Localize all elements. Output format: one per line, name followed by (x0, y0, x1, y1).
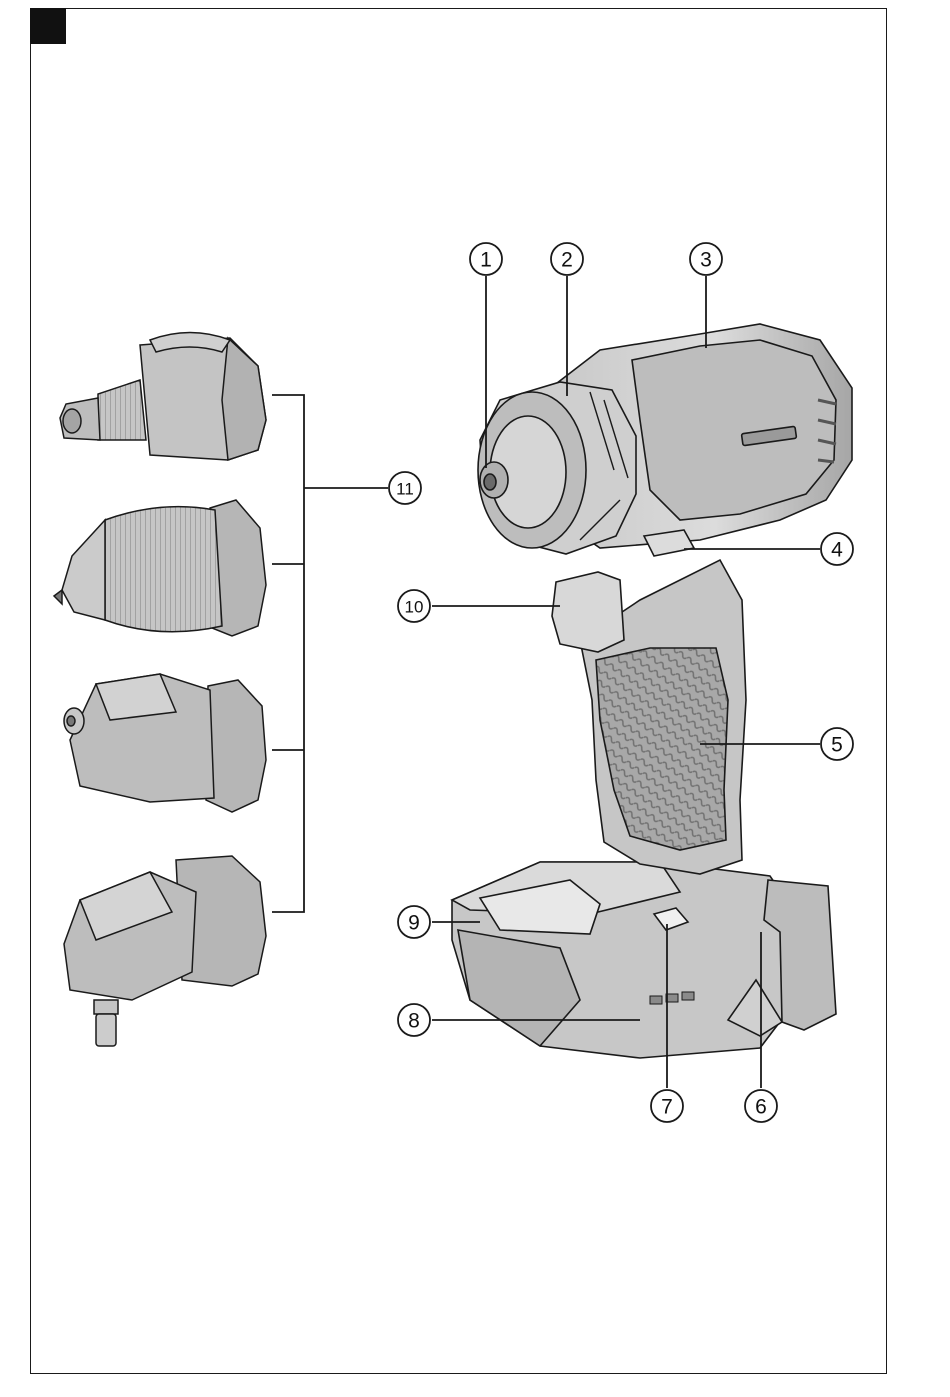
attachment-keyless-chuck (54, 500, 266, 636)
svg-text:4: 4 (831, 539, 843, 562)
attachment-bracket (272, 395, 388, 912)
svg-text:2: 2 (561, 249, 573, 272)
attachment-right-angle-head (64, 856, 266, 1046)
svg-text:8: 8 (408, 1010, 420, 1033)
drill-body (452, 324, 852, 1058)
trigger-switch (552, 572, 624, 652)
callout-10: 10 (398, 590, 430, 622)
attachment-offset-head (64, 674, 266, 812)
callout-7: 7 (651, 1090, 683, 1122)
callout-8: 8 (398, 1004, 430, 1036)
svg-text:5: 5 (831, 734, 843, 757)
callout-1: 1 (470, 243, 502, 275)
svg-text:6: 6 (755, 1096, 767, 1119)
svg-text:10: 10 (405, 598, 424, 617)
svg-text:1: 1 (480, 249, 492, 272)
svg-text:7: 7 (661, 1096, 673, 1119)
callout-9: 9 (398, 906, 430, 938)
svg-text:3: 3 (700, 249, 712, 272)
svg-text:9: 9 (408, 912, 420, 935)
callout-11: 11 (389, 472, 421, 504)
callout-5: 5 (821, 728, 853, 760)
callout-6: 6 (745, 1090, 777, 1122)
svg-text:11: 11 (396, 480, 414, 499)
attachment-quick-chuck (60, 333, 266, 461)
callout-3: 3 (690, 243, 722, 275)
callout-4: 4 (821, 533, 853, 565)
callout-2: 2 (551, 243, 583, 275)
